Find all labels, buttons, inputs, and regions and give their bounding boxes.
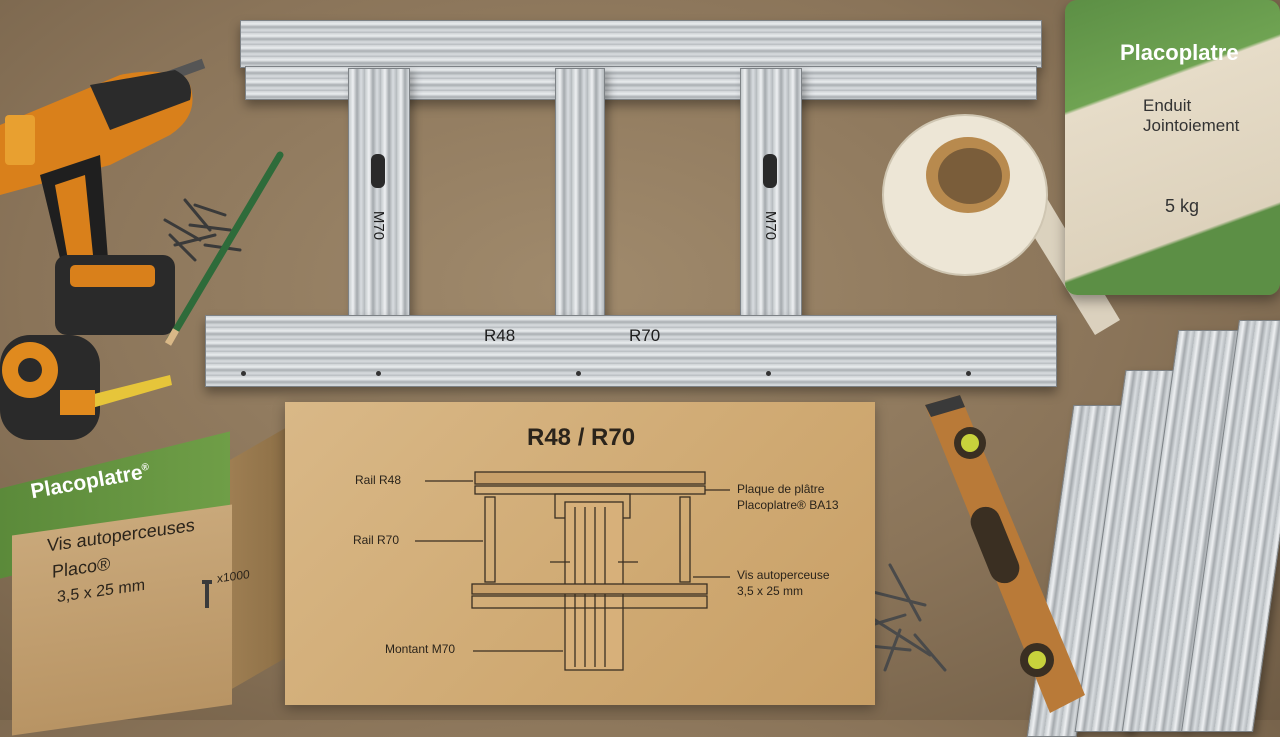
spirit-level [925,395,1085,720]
screw-icon [163,198,242,262]
box-front: Vis autoperceuses Placo® 3,5 x 25 mm x10… [12,504,250,736]
rail-hole [376,371,381,376]
screw-icon [202,580,212,608]
bottom-rail-label-right: R70 [629,326,661,345]
rail-hole [966,371,971,376]
stud-right: M70 [740,68,802,320]
bottom-rail: R48 R70 [205,315,1057,387]
label-vis-line2: 3,5 x 25 mm [737,584,804,598]
bag-line1: Enduit [1143,96,1192,115]
bag-brand: Placoplatre [1120,40,1239,65]
label-plaque-line2: Placoplatre® BA13 [737,498,839,512]
screw-pile-2 [845,560,955,680]
top-rail [240,20,1042,68]
box-screw-icon [200,580,214,615]
stud-left-label: M70 [370,210,388,241]
label-montant: Montant M70 [385,642,456,656]
bag-line2: Jointoiement [1143,116,1240,135]
label-rail-r48: Rail R48 [355,473,402,487]
screw-icon [853,563,947,672]
drill [0,55,220,355]
stud-left: M70 [348,68,410,320]
box-size: 3,5 x 25 mm [57,576,146,607]
stud-slot [763,154,777,188]
rail-hole [241,371,246,376]
compound-bag: Placoplatre Enduit Jointoiement 5 kg [1065,0,1280,295]
box-line2: Placo® [52,553,111,582]
diagram-title: R48 / R70 [527,424,636,451]
stud-right-label: M70 [762,210,780,241]
stud-slot [371,154,385,188]
pencil-icon [164,151,284,346]
tape-measure-icon [0,335,172,440]
diagram-drawing [415,471,730,671]
pencil [160,150,290,350]
stud-middle [555,68,605,320]
box-brand-mark: ® [140,461,150,474]
spirit-level-icon [925,395,1085,713]
label-plaque-line1: Plaque de plâtre [737,482,825,496]
rail-hole [766,371,771,376]
drill-icon [0,58,206,335]
screw-box: Vis autoperceuses Placo® 3,5 x 25 mm x10… [0,400,300,736]
bottom-rail-label-left: R48 [484,326,516,345]
tape-measure [0,330,180,450]
bag-weight: 5 kg [1165,196,1200,216]
rail-hole [576,371,581,376]
metal-frame: M70 M70 R48 R70 [200,20,1060,390]
diagram-sheet: R48 / R70 Rail R48 Rail R70 Montant M70 … [285,402,875,705]
screw-pile [155,190,255,270]
label-rail-r70: Rail R70 [353,533,400,547]
label-vis-line1: Vis autoperceuse [737,568,830,582]
